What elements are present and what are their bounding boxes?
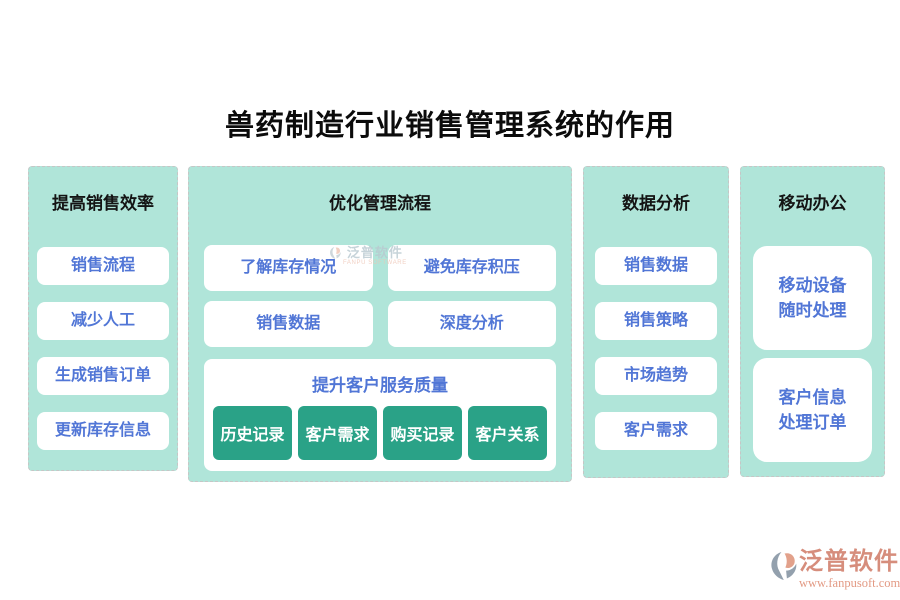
column-improve-sales-efficiency: 提高销售效率 销售流程减少人工生成销售订单更新库存信息 <box>28 166 178 471</box>
feature-card-list: 销售数据销售策略市场趋势客户需求 <box>584 247 728 450</box>
footer-brand-logo: 泛普软件 www.fanpusoft.com <box>769 548 900 589</box>
column-mobile-office: 移动办公 移动设备 随时处理客户信息 处理订单 <box>740 166 885 477</box>
feature-card-grid: 了解库存情况避免库存积压销售数据深度分析 <box>204 245 556 347</box>
column-optimize-management-process: 优化管理流程 了解库存情况避免库存积压销售数据深度分析 提升客户服务质量 历史记… <box>188 166 572 482</box>
feature-card: 客户信息 处理订单 <box>753 358 872 462</box>
feature-card: 移动设备 随时处理 <box>753 246 872 350</box>
tag-button: 购买记录 <box>383 406 462 460</box>
feature-card: 销售策略 <box>595 302 717 340</box>
feature-card: 深度分析 <box>387 301 556 347</box>
column-header: 数据分析 <box>622 194 690 213</box>
feature-card: 销售数据 <box>595 247 717 285</box>
column-header: 优化管理流程 <box>329 194 431 213</box>
feature-card: 减少人工 <box>37 302 169 340</box>
column-header: 移动办公 <box>778 194 847 213</box>
tag-button: 客户关系 <box>468 406 547 460</box>
feature-card: 避免库存积压 <box>387 245 556 291</box>
feature-card: 销售流程 <box>37 247 169 285</box>
tag-button-row: 历史记录客户需求购买记录客户关系 <box>204 396 556 460</box>
fanpu-logo-icon <box>769 548 797 589</box>
brand-name: 泛普软件 <box>799 549 899 575</box>
column-header: 提高销售效率 <box>52 194 154 213</box>
tag-button: 客户需求 <box>298 406 377 460</box>
tag-button: 历史记录 <box>213 406 292 460</box>
feature-card: 了解库存情况 <box>204 245 373 291</box>
feature-card: 市场趋势 <box>595 357 717 395</box>
feature-card-list: 移动设备 随时处理客户信息 处理订单 <box>741 246 884 462</box>
feature-card: 客户需求 <box>595 412 717 450</box>
feature-card-list: 销售流程减少人工生成销售订单更新库存信息 <box>29 247 177 450</box>
customer-service-subpanel: 提升客户服务质量 历史记录客户需求购买记录客户关系 <box>204 359 556 471</box>
feature-card: 销售数据 <box>204 301 373 347</box>
brand-url: www.fanpusoft.com <box>799 575 900 590</box>
page-title: 兽药制造行业销售管理系统的作用 <box>224 110 675 142</box>
column-data-analysis: 数据分析 销售数据销售策略市场趋势客户需求 <box>583 166 729 478</box>
subpanel-title: 提升客户服务质量 <box>312 376 448 395</box>
feature-card: 生成销售订单 <box>37 357 169 395</box>
feature-card: 更新库存信息 <box>37 412 169 450</box>
